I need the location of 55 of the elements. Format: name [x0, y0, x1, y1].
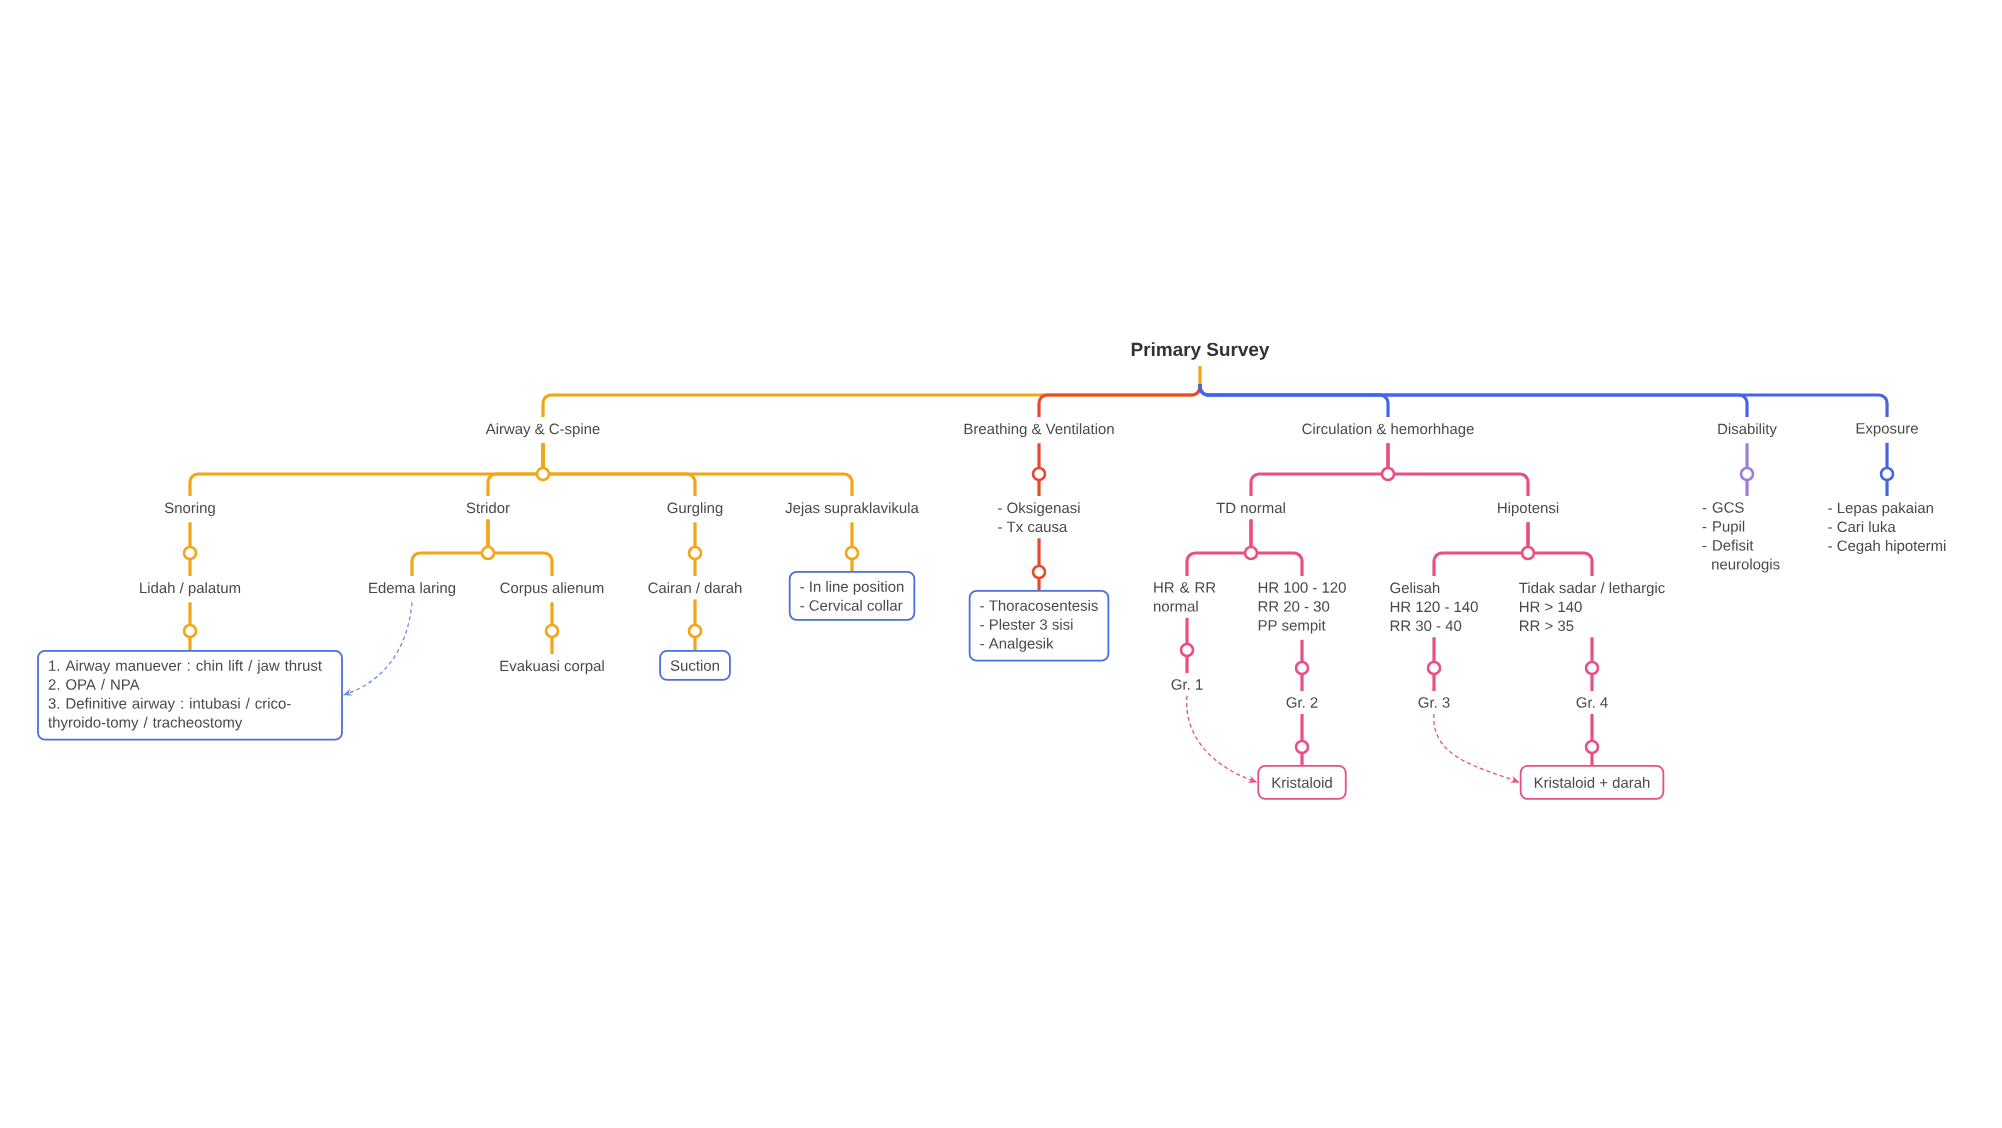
branch-label: Jejas supraklavikula: [785, 502, 919, 517]
branch-label: Disability: [1718, 423, 1777, 438]
connector: [1590, 637, 1594, 691]
note-box: Suction: [659, 650, 731, 681]
branch-label: Hipotensi: [1498, 502, 1559, 517]
branch-label: HR 100 - 120 RR 20 - 30 PP sempit: [1258, 582, 1346, 634]
connector: [1198, 383, 1889, 417]
connector: [850, 522, 854, 571]
grade-label: Gr. 4: [1576, 697, 1608, 708]
heading: Primary Survey: [1131, 342, 1270, 360]
note-box: - In line position - Cervical collar: [788, 571, 916, 621]
grade-label: Gr. 3: [1418, 697, 1450, 708]
branch-label: Gurgling: [667, 502, 723, 517]
branch-label: Cairan / darah: [648, 582, 742, 594]
branch-label: Tidak sadar / lethargic HR > 140 RR > 35: [1519, 582, 1665, 632]
branch-label: Snoring: [164, 502, 215, 517]
result-box: Kristaloid + darah: [1519, 765, 1665, 800]
branch-label: Breathing & Ventilation: [964, 423, 1114, 438]
connector: [1185, 617, 1189, 673]
connector: [1590, 714, 1594, 765]
connector: [693, 522, 697, 576]
connector: [1745, 443, 1749, 496]
branch-label: Edema laring: [369, 582, 456, 597]
branch-label: Circulation & hemorhhage: [1302, 423, 1474, 438]
branch-label: Exposure: [1856, 423, 1918, 437]
branch-label: Corpus alienum: [500, 582, 604, 597]
grade-label: Gr. 2: [1286, 697, 1318, 708]
connector: [1300, 714, 1304, 765]
result-box: Kristaloid: [1257, 765, 1347, 800]
bullet-list: - GCS - Pupil - Defisit neurologis: [1702, 502, 1780, 573]
bullet-list: - Oksigenasi - Tx causa: [998, 502, 1080, 533]
connector: [486, 519, 554, 576]
connector: [188, 602, 192, 650]
connector: [1386, 443, 1530, 496]
connector: [1037, 384, 1202, 417]
branch-label: HR & RR normal: [1154, 582, 1216, 612]
grade-label: Gr. 1: [1171, 679, 1203, 690]
branch-label: TD normal: [1216, 502, 1285, 514]
connector: [1037, 443, 1041, 496]
branch-label: Lidah / palatum: [140, 582, 241, 597]
bullet-list: - Lepas pakaian - Cari luka - Cegah hipotermi: [1828, 502, 1946, 554]
note-box: - Thoracosentesis - Plester 3 sisi - Analgesik: [968, 590, 1110, 662]
branch-label: Stridor: [466, 502, 510, 514]
branch-label: Airway & C-spine: [485, 423, 600, 438]
connector: [1300, 639, 1304, 691]
connector: [541, 443, 854, 496]
connector: [1037, 538, 1041, 590]
connector: [1885, 442, 1889, 496]
branch-label: Evakuasi corpal: [500, 660, 604, 675]
connector: [693, 599, 697, 650]
connector: [1432, 637, 1436, 691]
connector: [188, 522, 192, 576]
connector: [550, 602, 554, 654]
note-box: 1. Airway manuever : chin lift / jaw thrust 2. OPA / NPA 3. Definitive airway : intubasi / crico- thyroido-tomy / tracheostomy: [37, 650, 343, 741]
branch-label: Gelisah HR 120 - 140 RR 30 - 40: [1390, 582, 1478, 632]
